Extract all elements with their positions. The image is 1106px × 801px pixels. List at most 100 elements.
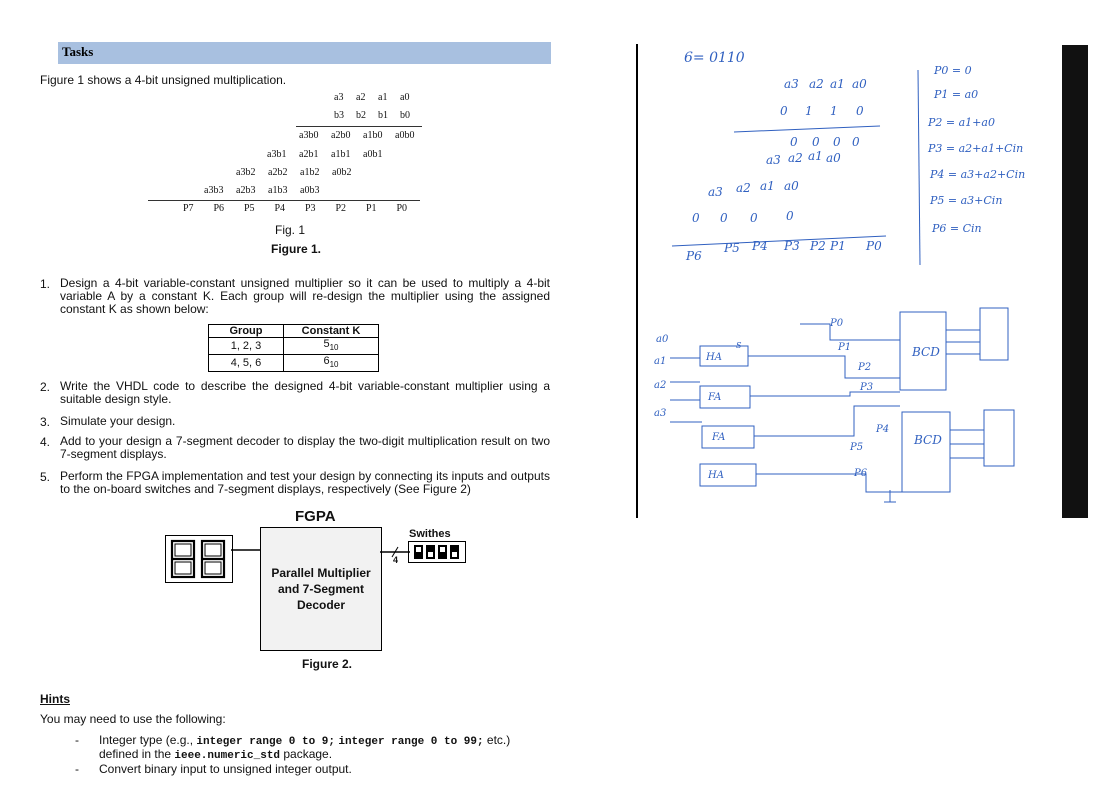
product-bit: P1 xyxy=(366,203,377,214)
hw-term: a0 xyxy=(852,77,867,91)
handwritten-notes: 6= 0110 a3 a2 a1 a0 0 1 1 0 0 0 0 0 a3 a… xyxy=(654,50,1025,503)
a2: a2 xyxy=(356,92,366,103)
table-row: 4, 5, 6 610 xyxy=(208,354,379,373)
switches-icon xyxy=(408,541,466,563)
pp-term: a2b0 xyxy=(331,130,351,141)
hw-equation: P6 = Cin xyxy=(931,222,982,235)
hw-term: a0 xyxy=(784,179,799,193)
hw-bcd: BCD xyxy=(911,345,940,359)
hw-equation: P1 = a0 xyxy=(933,88,978,101)
hints-intro: You may need to use the following: xyxy=(40,712,226,726)
constant-base: 10 xyxy=(329,343,339,353)
hints-heading: Hints xyxy=(40,692,70,706)
item-2-text: Write the VHDL code to describe the desi… xyxy=(60,379,550,406)
hw-equation: P5 = a3+Cin xyxy=(929,194,1002,207)
hw-term: a3 xyxy=(708,185,723,199)
table-header-constant: Constant K xyxy=(283,324,379,338)
hw-output: P1 xyxy=(837,342,851,353)
b2: b2 xyxy=(356,110,366,121)
pp-term: a2b1 xyxy=(299,149,319,160)
hw-term: 0 xyxy=(790,135,798,149)
product-bit: P0 xyxy=(396,203,408,214)
b1: b1 xyxy=(378,110,388,121)
hw-term: 0 xyxy=(852,135,860,149)
table-row: 1, 2, 3 510 xyxy=(208,336,379,356)
hw-s-label: S xyxy=(736,341,742,350)
block-label-line2: and 7-Segment xyxy=(277,582,364,596)
hw-equation: P3 = a2+a1+Cin xyxy=(927,142,1023,155)
multiplier-block-label: Parallel Multiplier and 7-Segment Decode… xyxy=(262,565,380,613)
table-cell-constant: 510 xyxy=(283,336,379,356)
hint-code: ieee.numeric_std xyxy=(174,750,281,762)
item-5-number: 5. xyxy=(40,470,51,484)
pp-term: a3b1 xyxy=(267,149,287,160)
mul-pp1: a3b1 a2b1 a1b1 a0b1 xyxy=(267,149,395,160)
block-label-line3: Decoder xyxy=(296,598,346,612)
intro-text: Figure 1 shows a 4-bit unsigned multipli… xyxy=(40,73,287,87)
hw-term: a2 xyxy=(736,181,751,195)
seven-segment-digits-icon xyxy=(170,539,226,579)
item-5-text: Perform the FPGA implementation and test… xyxy=(60,469,550,496)
table-header-group: Group xyxy=(208,324,284,338)
hw-equation: P4 = a3+a2+Cin xyxy=(929,168,1025,181)
hw-output: P5 xyxy=(849,442,863,453)
constant-table: Group Constant K 1, 2, 3 510 4, 5, 6 610 xyxy=(208,324,379,373)
product-bit: P6 xyxy=(213,203,225,214)
pp-term: a3b2 xyxy=(236,167,256,178)
hw-product: P4 xyxy=(751,239,768,253)
seven-segment-display xyxy=(165,535,233,583)
hint-bullet-2: Convert binary input to unsigned integer… xyxy=(99,762,352,776)
hw-term: a2 xyxy=(788,151,803,165)
hw-header: 6= 0110 xyxy=(684,50,745,66)
hw-gate-fa: FA xyxy=(707,392,721,403)
b0: b0 xyxy=(400,110,410,121)
tasks-header-bar xyxy=(58,42,551,64)
mul-line-1 xyxy=(296,126,422,127)
hw-input: a2 xyxy=(654,380,666,391)
tasks-title: Tasks xyxy=(62,44,94,59)
a1: a1 xyxy=(378,92,388,103)
hw-term: 0 xyxy=(692,211,700,225)
hw-input: a1 xyxy=(654,356,666,367)
fig1-caption: Figure 1. xyxy=(271,242,322,256)
constant-value: 6 xyxy=(323,355,330,368)
pp-term: a0b1 xyxy=(363,149,383,160)
hw-gate-fa: FA xyxy=(711,432,725,443)
fig1-label: Fig. 1 xyxy=(275,223,306,237)
item-4-text: Add to your design a 7-segment decoder t… xyxy=(60,434,550,461)
hw-term: a3 xyxy=(784,77,799,91)
hw-term: a0 xyxy=(826,151,841,165)
hw-output: P0 xyxy=(829,318,844,329)
switches-label: Swithes xyxy=(409,528,451,540)
fig2-caption: Figure 2. xyxy=(302,657,353,671)
pp-term: a1b1 xyxy=(331,149,351,160)
product-bit: P7 xyxy=(183,203,194,214)
hint-code: integer range 0 to 99; xyxy=(338,736,484,748)
pp-term: a3b3 xyxy=(204,185,224,196)
hw-term: 0 xyxy=(856,104,864,118)
hw-product: P6 xyxy=(685,249,702,263)
hw-term: 0 xyxy=(833,135,841,149)
hw-product: P1 xyxy=(829,239,846,253)
hw-equation: P2 = a1+a0 xyxy=(927,116,995,129)
hint-bullet-1: Integer type (e.g., integer range 0 to 9… xyxy=(99,733,510,749)
pp-term: a1b2 xyxy=(300,167,320,178)
bullet-dash: - xyxy=(75,762,79,776)
hint-text: etc.) xyxy=(483,733,511,747)
pp-term: a0b2 xyxy=(332,167,352,178)
hw-bcd: BCD xyxy=(913,433,942,447)
page-divider xyxy=(636,44,638,518)
item-4-number: 4. xyxy=(40,435,51,449)
hint-text: Integer type (e.g., xyxy=(99,733,197,747)
hw-term: a1 xyxy=(760,179,775,193)
multiplier-block xyxy=(260,527,382,651)
hw-term: 0 xyxy=(750,211,758,225)
right-black-bar xyxy=(1062,45,1088,518)
hw-term: 1 xyxy=(830,104,838,118)
